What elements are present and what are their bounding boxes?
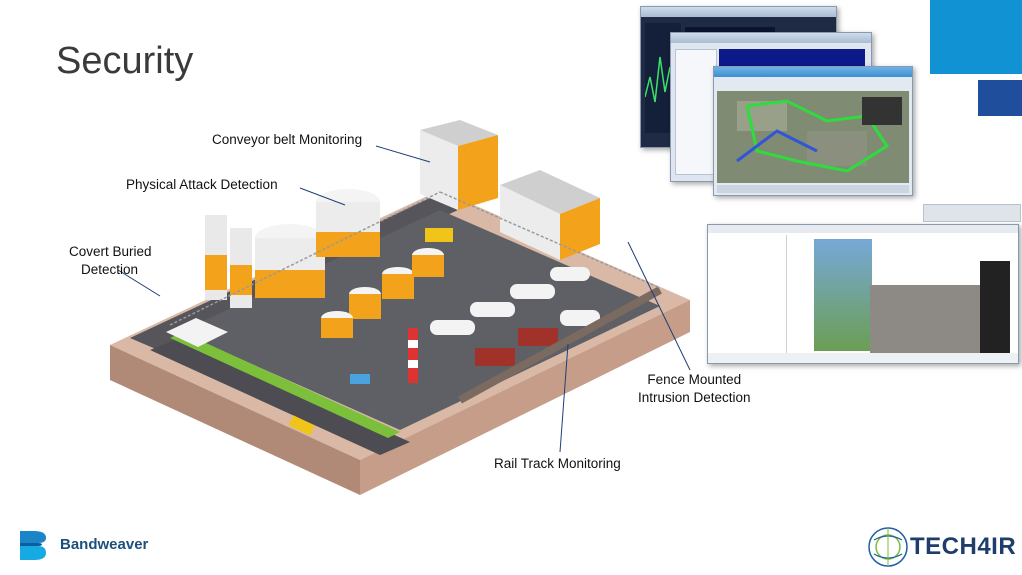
tech4ir-binary-globe-icon bbox=[868, 527, 908, 567]
accent-block-top-right bbox=[930, 0, 1022, 74]
label-covert-line1: Covert Buried bbox=[69, 244, 152, 259]
software-screenshot-map bbox=[713, 66, 913, 196]
site-map-graphic bbox=[717, 91, 909, 183]
label-covert-line2: Detection bbox=[81, 262, 139, 277]
page-title: Security bbox=[56, 40, 194, 82]
label-covert-buried: Covert Buried Detection bbox=[69, 243, 152, 279]
car-yellow bbox=[288, 415, 315, 436]
bandweaver-logo-text: Bandweaver bbox=[60, 536, 149, 553]
label-fence-line1: Fence Mounted bbox=[647, 372, 742, 387]
buildings bbox=[420, 120, 600, 260]
accent-block-small bbox=[978, 80, 1022, 116]
config-title-strip bbox=[923, 204, 1021, 222]
label-physical-attack: Physical Attack Detection bbox=[126, 177, 278, 192]
storage-tanks bbox=[205, 189, 444, 338]
software-screenshot-config bbox=[707, 224, 1019, 364]
label-rail-track: Rail Track Monitoring bbox=[494, 456, 621, 471]
bandweaver-logo: Bandweaver bbox=[18, 528, 188, 564]
industrial-site-illustration bbox=[110, 120, 690, 495]
tech4ir-logo-text: TECH4IR bbox=[910, 533, 1017, 560]
rail-cars bbox=[430, 267, 600, 366]
car-blue bbox=[350, 374, 370, 384]
bandweaver-logo-icon bbox=[20, 531, 46, 560]
excavator bbox=[425, 228, 453, 242]
label-fence-line2: Intrusion Detection bbox=[638, 390, 751, 405]
tech4ir-logo: TECH4IR bbox=[868, 526, 1018, 570]
label-conveyor-belt: Conveyor belt Monitoring bbox=[212, 132, 363, 147]
label-fence-mounted: Fence Mounted Intrusion Detection bbox=[638, 371, 751, 407]
bus bbox=[166, 318, 228, 347]
